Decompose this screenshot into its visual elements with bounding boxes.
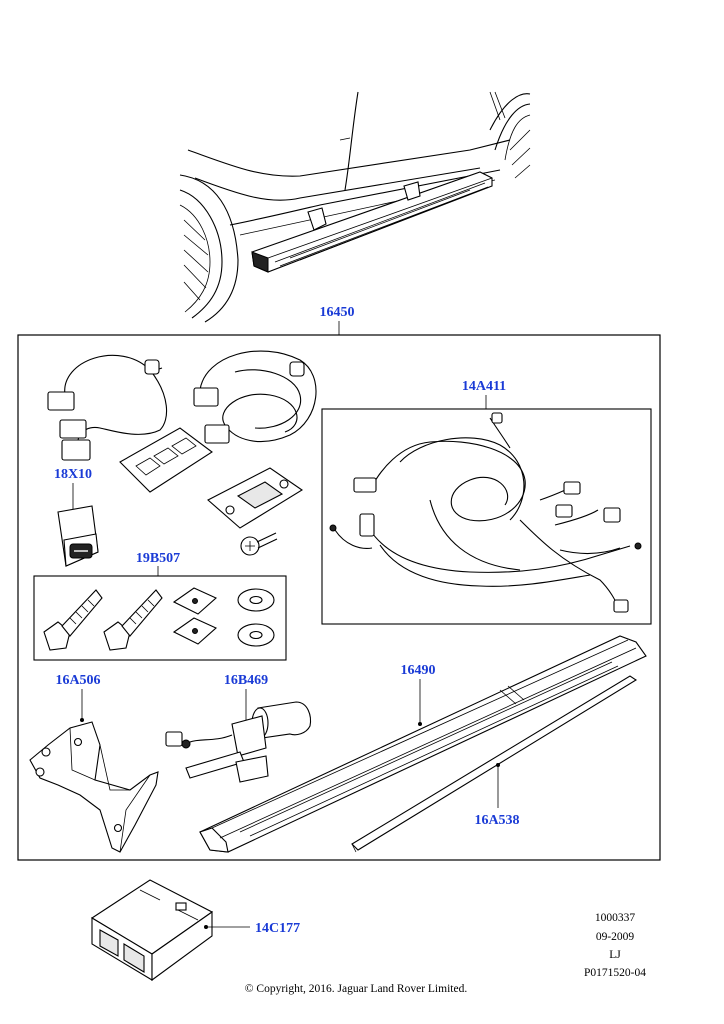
label-fixing-kit: 19B507 bbox=[136, 551, 180, 566]
washer-lower bbox=[237, 623, 275, 647]
screw bbox=[240, 532, 278, 556]
label-module: 14C177 bbox=[255, 921, 300, 936]
rear-wheel bbox=[179, 204, 211, 313]
label-bracket: 16A506 bbox=[55, 673, 100, 688]
kit-box bbox=[17, 334, 661, 861]
switch-18x10 bbox=[57, 505, 99, 567]
label-harness: 14A411 bbox=[462, 379, 506, 394]
wiring-harness bbox=[329, 412, 642, 613]
vehicle-illustration bbox=[179, 91, 531, 323]
wiring-lead-short bbox=[47, 354, 168, 461]
pad-lower bbox=[172, 617, 217, 645]
meta-line-4: P0171520-04 bbox=[584, 967, 646, 979]
meta-line-3: LJ bbox=[609, 949, 621, 961]
running-board-deployed bbox=[251, 171, 493, 273]
step-16490 bbox=[199, 635, 647, 853]
pad-upper bbox=[172, 587, 217, 615]
wiring-lead-long bbox=[193, 350, 317, 444]
switch-panel bbox=[119, 427, 213, 493]
label-motor: 16B469 bbox=[224, 673, 268, 688]
switch-housing bbox=[207, 467, 304, 529]
bolt-1 bbox=[43, 589, 103, 651]
bracket-16a506 bbox=[29, 721, 159, 853]
meta-line-2: 09-2009 bbox=[596, 931, 635, 943]
label-switch: 18X10 bbox=[54, 467, 92, 482]
meta-line-1: 1000337 bbox=[595, 912, 636, 924]
front-wheel bbox=[504, 114, 531, 179]
seal-16a538 bbox=[351, 675, 638, 853]
copyright: © Copyright, 2016. Jaguar Land Rover Lim… bbox=[245, 983, 468, 995]
bolt-2 bbox=[103, 589, 163, 651]
washer-upper bbox=[237, 588, 275, 612]
control-module-14c177 bbox=[90, 879, 214, 982]
label-seal: 16A538 bbox=[474, 813, 519, 828]
label-kit: 16450 bbox=[320, 305, 355, 320]
motor-16b469 bbox=[165, 701, 312, 783]
fixing-kit-box bbox=[33, 575, 287, 661]
label-step: 16490 bbox=[401, 663, 436, 678]
harness-box bbox=[321, 408, 652, 625]
